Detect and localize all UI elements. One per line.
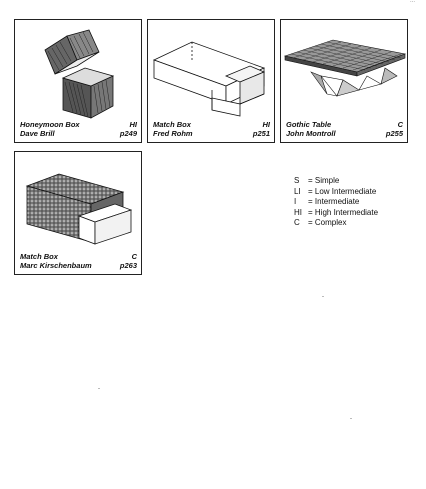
difficulty-legend: S = Simple LI = Low Intermediate I = Interm… [294,176,378,229]
card-caption: Honeymoon Box HI Dave Brill p249 [20,120,137,138]
legend-code: HI [294,207,302,217]
model-author: Dave Brill [20,129,55,138]
page-corner-mark: ... [410,0,416,4]
legend-label: = Intermediate [308,197,360,206]
difficulty-level: C [131,252,137,261]
page-reference: p249 [119,129,137,138]
legend-item-high-intermediate: HI = High Intermediate [294,208,378,219]
difficulty-level: C [397,120,403,129]
model-card-gothic-table[interactable]: Gothic Table C John Montroll p255 [280,19,408,143]
scan-speck [98,388,100,389]
model-title: Match Box [153,120,191,129]
honeymoon-box-illustration [44,29,115,119]
page-reference: p251 [252,129,270,138]
legend-label: = Complex [308,218,347,227]
textured-match-box-illustration [25,173,133,245]
page-reference: p255 [385,129,403,138]
difficulty-level: HI [262,120,271,129]
legend-item-low-intermediate: LI = Low Intermediate [294,187,378,198]
model-author: Fred Rohm [153,129,193,138]
legend-code: LI [294,186,301,196]
card-caption: Gothic Table C John Montroll p255 [286,120,403,138]
legend-item-intermediate: I = Intermediate [294,197,378,208]
model-title: Honeymoon Box [20,120,80,129]
model-author: John Montroll [286,129,336,138]
legend-label: = Low Intermediate [308,186,377,196]
difficulty-level: HI [129,120,138,129]
legend-code: S [294,176,300,185]
model-card-match-box-kirschenbaum[interactable]: Match Box C Marc Kirschenbaum p263 [14,151,142,275]
legend-item-simple: S = Simple [294,176,378,187]
match-box-illustration [152,41,266,117]
model-author: Marc Kirschenbaum [20,261,92,270]
legend-item-complex: C = Complex [294,218,378,229]
scan-speck [322,296,324,297]
model-card-honeymoon-box[interactable]: Honeymoon Box HI Dave Brill p249 [14,19,142,143]
card-caption: Match Box C Marc Kirschenbaum p263 [20,252,137,270]
legend-code: C [294,218,300,227]
scan-speck [350,418,352,419]
legend-code: I [294,197,297,206]
legend-label: = High Intermediate [308,207,379,217]
page-reference: p263 [119,261,137,270]
model-card-match-box-rohm[interactable]: Match Box HI Fred Rohm p251 [147,19,275,143]
gothic-table-illustration [283,39,407,97]
card-caption: Match Box HI Fred Rohm p251 [153,120,270,138]
model-title: Gothic Table [286,120,332,129]
legend-label: = Simple [308,176,340,185]
model-title: Match Box [20,252,58,261]
